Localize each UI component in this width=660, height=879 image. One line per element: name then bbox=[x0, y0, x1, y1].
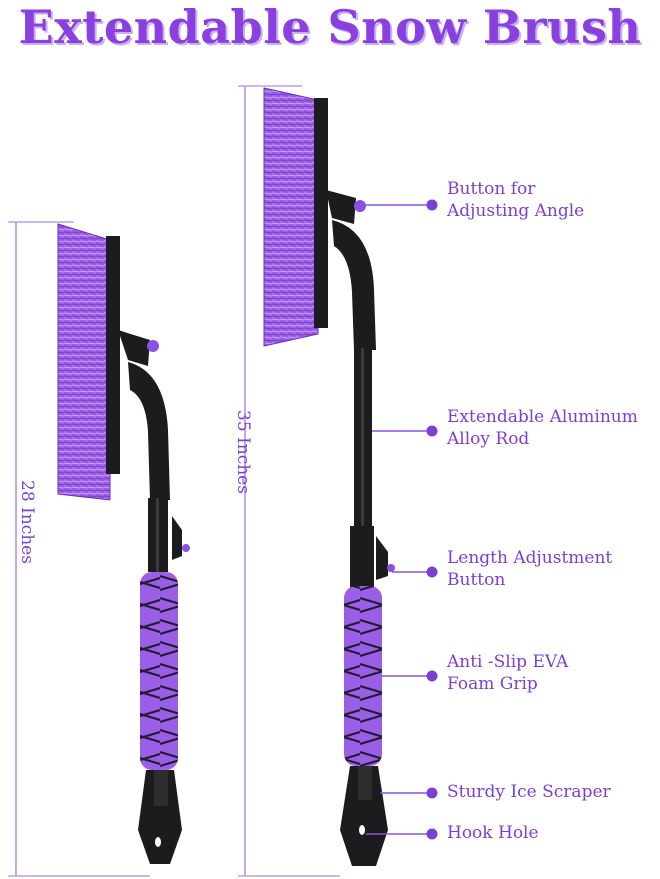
snow-brush-short bbox=[57, 223, 190, 864]
callout-angle-button-line2: Adjusting Angle bbox=[447, 201, 585, 221]
callout-ice-scraper: Sturdy Ice Scraper bbox=[447, 781, 611, 803]
callout-angle-button: Button for Adjusting Angle bbox=[447, 178, 584, 222]
callout-hook-hole-line1: Hook Hole bbox=[447, 823, 539, 843]
callout-angle-button-line1: Button for bbox=[447, 179, 536, 199]
callout-leaders bbox=[364, 204, 432, 835]
dimension-label-short: 28 Inches bbox=[17, 480, 37, 564]
callout-length-button: Length Adjustment Button bbox=[447, 547, 612, 591]
page-title: Extendable Snow Brush bbox=[18, 0, 642, 54]
callout-foam-grip-line1: Anti -Slip EVA bbox=[447, 652, 569, 672]
callout-ice-scraper-line1: Sturdy Ice Scraper bbox=[447, 782, 611, 802]
callout-foam-grip-line2: Foam Grip bbox=[447, 674, 538, 694]
dimension-label-long: 35 Inches bbox=[233, 410, 253, 494]
callout-dots bbox=[426, 199, 438, 840]
snow-brush-long bbox=[263, 87, 395, 866]
callout-hook-hole: Hook Hole bbox=[447, 822, 539, 844]
dimension-line-long bbox=[238, 85, 340, 877]
callout-aluminum-rod-line1: Extendable Aluminum bbox=[447, 407, 638, 427]
callout-length-button-line2: Button bbox=[447, 570, 506, 590]
callout-foam-grip: Anti -Slip EVA Foam Grip bbox=[447, 651, 568, 695]
callout-aluminum-rod-line2: Alloy Rod bbox=[447, 429, 530, 449]
callout-aluminum-rod: Extendable Aluminum Alloy Rod bbox=[447, 406, 638, 450]
dimension-line-short bbox=[8, 221, 150, 877]
callout-length-button-line1: Length Adjustment bbox=[447, 548, 613, 568]
